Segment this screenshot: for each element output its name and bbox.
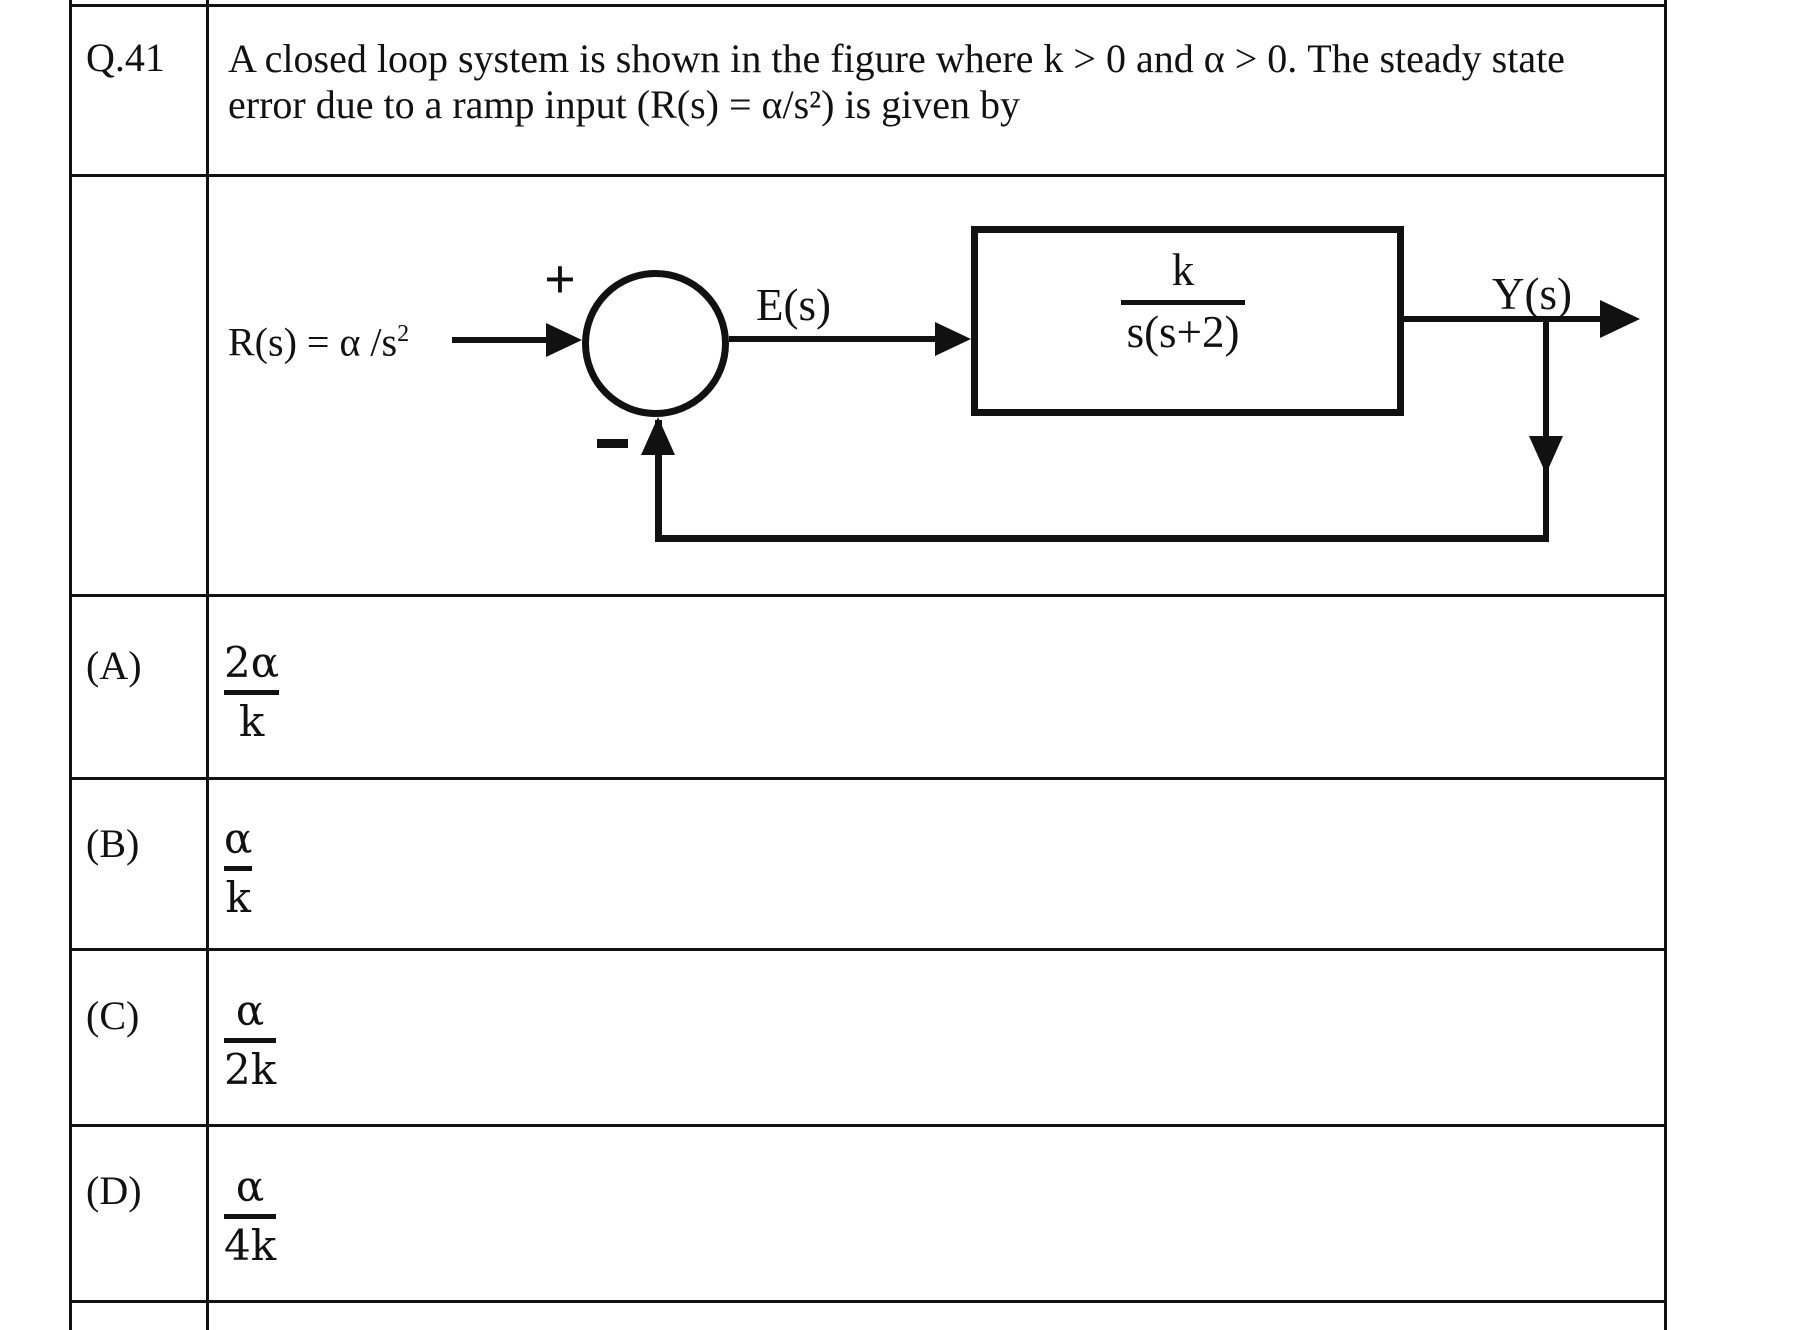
transfer-function-numerator: k — [1171, 245, 1195, 295]
row-line-option-c — [69, 1124, 1667, 1127]
error-arrowhead-icon — [935, 322, 971, 356]
option-a-fraction-bar — [224, 690, 280, 695]
option-a-label: (A) — [86, 643, 142, 688]
option-a-fraction: 2α k — [224, 638, 280, 746]
error-signal-label: E(s) — [756, 280, 831, 330]
feedback-tap-line — [1543, 319, 1549, 541]
option-a-denominator: k — [238, 697, 265, 746]
transfer-function-fraction-bar — [1121, 300, 1245, 305]
option-c-label: (C) — [86, 993, 140, 1038]
feedback-down-arrowhead-icon — [1529, 436, 1563, 474]
feedback-up-arrowhead-icon — [641, 417, 675, 455]
question-text-line2: error due to a ramp input (R(s) = α/s²) … — [228, 82, 1021, 127]
plus-sign: + — [544, 249, 576, 311]
block-diagram: R(s) = α /s2 + E(s) k s(s+2) Y(s) — [0, 174, 1794, 594]
row-line-option-b — [69, 948, 1667, 951]
output-arrowhead-icon — [1600, 300, 1640, 338]
option-d-fraction: α 4k — [224, 1162, 277, 1270]
option-b-numerator: α — [224, 814, 253, 863]
row-line-figure — [69, 594, 1667, 597]
summing-junction — [582, 270, 729, 417]
input-signal-label: R(s) = α /s2 — [228, 322, 409, 362]
option-c-denominator: 2k — [224, 1045, 277, 1094]
table-border-left — [69, 0, 72, 1330]
option-d-label: (D) — [86, 1168, 142, 1213]
input-signal-line — [452, 337, 548, 343]
output-signal-line — [1404, 316, 1602, 322]
question-text: A closed loop system is shown in the fig… — [228, 36, 1565, 128]
table-column-divider — [206, 0, 209, 1330]
option-d-numerator: α — [235, 1162, 265, 1211]
row-line-option-d — [69, 1300, 1667, 1303]
option-b-label: (B) — [86, 821, 140, 866]
question-number: Q.41 — [86, 35, 165, 80]
transfer-function-denominator: s(s+2) — [1126, 307, 1240, 357]
feedback-return-line — [655, 535, 1549, 542]
input-arrowhead-icon — [546, 323, 582, 357]
option-c-numerator: α — [235, 986, 265, 1035]
error-signal-line — [729, 336, 937, 342]
option-c-fraction-bar — [224, 1038, 277, 1043]
question-text-line1: A closed loop system is shown in the fig… — [228, 36, 1565, 81]
option-d-denominator: 4k — [224, 1221, 277, 1270]
table-border-right — [1664, 0, 1667, 1330]
option-b-fraction-bar — [224, 866, 253, 871]
feedback-riser-line — [655, 420, 662, 538]
option-d-fraction-bar — [224, 1214, 277, 1219]
option-b-fraction: α k — [224, 814, 253, 922]
option-a-numerator: 2α — [224, 638, 280, 687]
output-signal-label: Y(s) — [1492, 269, 1572, 319]
row-line-option-a — [69, 777, 1667, 780]
input-signal-label-exponent: 2 — [397, 321, 410, 347]
row-line-question — [69, 174, 1667, 177]
option-b-denominator: k — [225, 873, 251, 922]
option-c-fraction: α 2k — [224, 986, 277, 1094]
minus-sign — [597, 439, 628, 448]
transfer-function-block — [971, 226, 1404, 416]
row-line-top — [69, 4, 1667, 7]
input-signal-label-base: R(s) = α /s — [228, 319, 398, 365]
